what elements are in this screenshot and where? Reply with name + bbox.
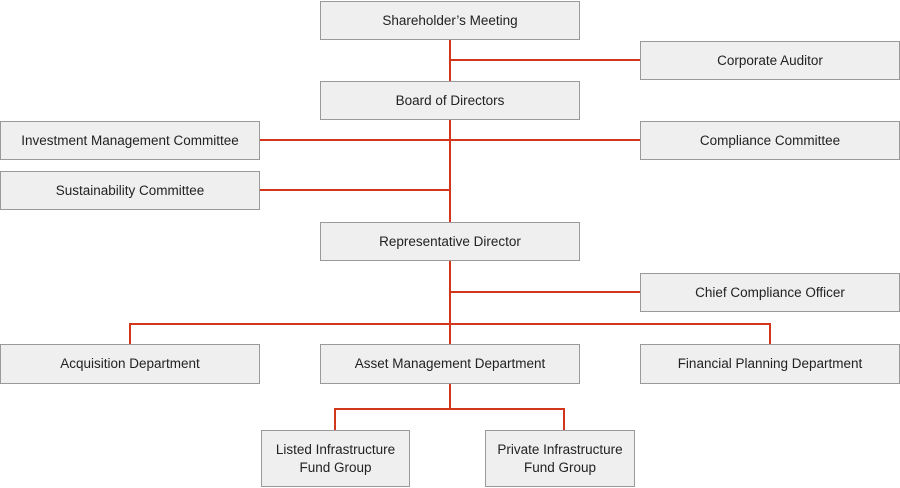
listed-infrastructure-fund-group-box: Listed Infrastructure Fund Group: [261, 430, 410, 487]
asset-management-department-box: Asset Management Department: [320, 344, 580, 384]
financial-planning-department-box: Financial Planning Department: [640, 344, 900, 384]
shareholders-meeting-box: Shareholder’s Meeting: [320, 1, 580, 40]
board-of-directors-box: Board of Directors: [320, 81, 580, 120]
representative-director-box: Representative Director: [320, 222, 580, 261]
private-infrastructure-fund-group-box: Private Infrastructure Fund Group: [485, 430, 635, 487]
acquisition-department-box: Acquisition Department: [0, 344, 260, 384]
sustainability-committee-box: Sustainability Committee: [0, 171, 260, 210]
chief-compliance-officer-box: Chief Compliance Officer: [640, 273, 900, 312]
compliance-committee-box: Compliance Committee: [640, 121, 900, 160]
investment-management-committee-box: Investment Management Committee: [0, 121, 260, 160]
corporate-auditor-box: Corporate Auditor: [640, 41, 900, 80]
